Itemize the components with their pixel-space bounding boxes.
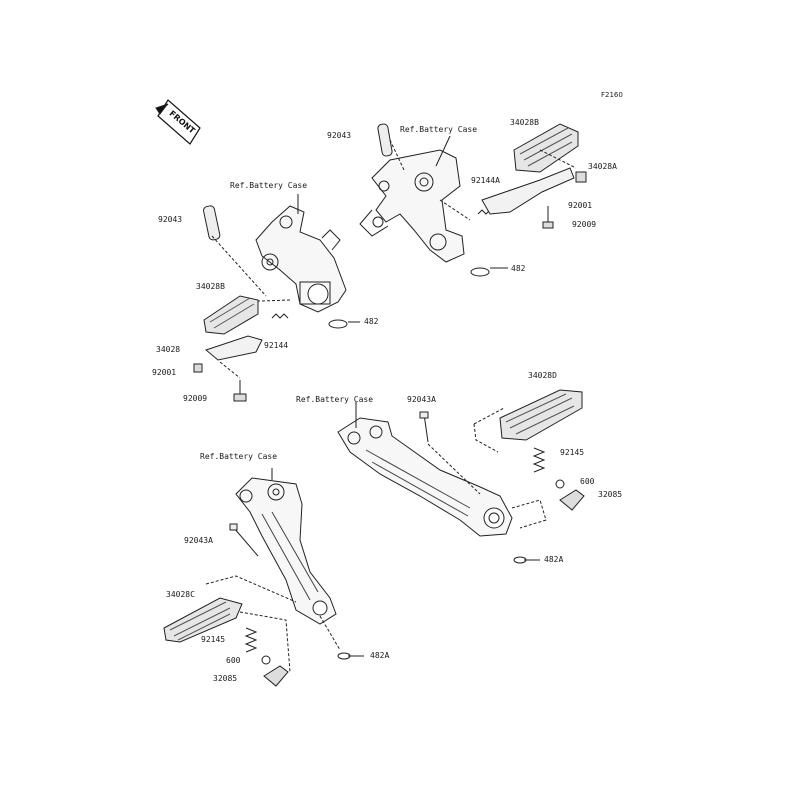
ref-label-right: Ref.Battery Case (296, 395, 374, 404)
rear-left-footpeg (163, 575, 297, 687)
right-footpeg (481, 123, 587, 229)
ref-label-bottom: Ref.Battery Case (200, 452, 278, 461)
part-label-34028B-top: 34028B (510, 118, 539, 127)
part-label-92145-right: 92145 (560, 448, 585, 457)
part-label-32085-right: 32085 (598, 490, 623, 499)
part-label-34028: 34028 (156, 345, 181, 354)
part-label-92144A: 92144A (471, 176, 500, 185)
part-label-600-right: 600 (580, 477, 595, 486)
part-label-34028C: 34028C (166, 590, 195, 599)
part-label-34028B-left: 34028B (196, 282, 225, 291)
figure-code: F2160 (601, 91, 623, 99)
part-label-92001-top: 92001 (568, 201, 593, 210)
part-label-92009-top: 92009 (572, 220, 597, 229)
part-label-92144: 92144 (264, 341, 289, 350)
right-footpeg-bracket (359, 123, 508, 277)
part-label-482A-bottom: 482A (370, 651, 390, 660)
ref-label-top: Ref.Battery Case (400, 125, 478, 134)
part-label-92043A-right: 92043A (407, 395, 436, 404)
part-label-32085-bottom: 32085 (213, 674, 238, 683)
rear-right-footpeg (473, 389, 585, 529)
part-label-92043-left: 92043 (158, 215, 183, 224)
rear-left-footpeg-bracket (229, 468, 364, 660)
left-footpeg-bracket (203, 194, 360, 329)
rear-right-footpeg-bracket (337, 402, 540, 564)
left-footpeg (193, 295, 263, 402)
front-arrow-icon: FRONT (155, 99, 201, 145)
part-label-92043A-bottom: 92043A (184, 536, 213, 545)
part-label-482-left: 482 (364, 317, 379, 326)
part-label-34028A: 34028A (588, 162, 617, 171)
part-label-34028D: 34028D (528, 371, 557, 380)
part-label-92001-left: 92001 (152, 368, 177, 377)
part-label-482A-right: 482A (544, 555, 564, 564)
part-label-92145-bottom: 92145 (201, 635, 226, 644)
ref-label-left: Ref.Battery Case (230, 181, 308, 190)
part-label-482-top: 482 (511, 264, 526, 273)
part-label-92043-top: 92043 (327, 131, 352, 140)
part-label-92009-left: 92009 (183, 394, 208, 403)
part-label-600-bottom: 600 (226, 656, 241, 665)
